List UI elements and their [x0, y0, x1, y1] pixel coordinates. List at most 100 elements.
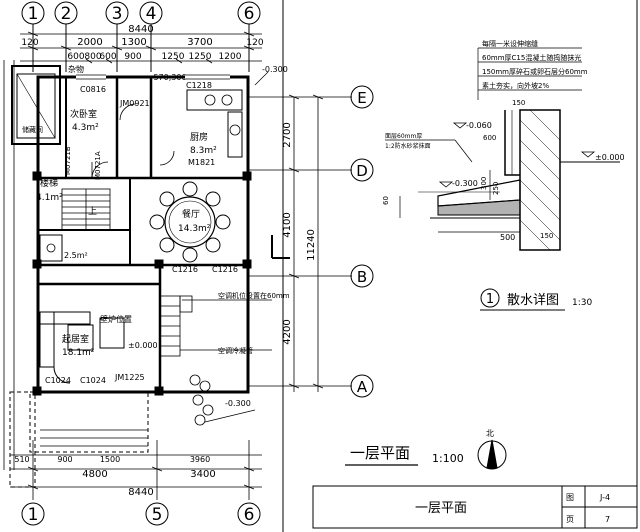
axis-top-6: 6: [244, 4, 255, 24]
north-arrow-icon: [477, 439, 507, 470]
dim-top2-1200: 1200: [219, 52, 242, 62]
axis-markers-right: [350, 85, 374, 398]
detail-dim-250: 250: [492, 182, 500, 195]
left-dimension-lines: [3, 60, 15, 470]
dim-top-120a: 120: [21, 38, 38, 48]
title-block: [312, 485, 638, 529]
axis-top-1: 1: [28, 4, 39, 24]
room-storage: 储藏间: [22, 125, 43, 134]
room-bedroom: 次卧室: [70, 108, 97, 120]
detail-dim-60: 60: [382, 196, 390, 205]
floor-scale: 1:100: [432, 452, 464, 465]
dim-bot-1500: 1500: [100, 455, 120, 464]
axis-right-b: B: [357, 268, 367, 286]
stair-up: 上: [88, 206, 97, 217]
detail-level-300: -0.300: [452, 179, 478, 188]
room-stair: 楼梯: [40, 177, 58, 189]
room-kitchen: 厨房: [190, 131, 208, 143]
detail-title-bubble: [480, 288, 500, 308]
room-bedroom-area: 4.3m²: [72, 123, 99, 133]
dim-top-3700: 3700: [187, 37, 212, 48]
detail-dim-150: 150: [512, 99, 525, 107]
detail-title: 散水详图: [507, 293, 559, 308]
axis-top-2: 2: [61, 4, 72, 24]
win-c1024b: C1024: [80, 376, 106, 385]
north-label: 北: [486, 429, 494, 438]
title-block-label-1: 图: [566, 493, 574, 502]
plan-level-top: -0.300: [262, 65, 288, 74]
detail-note-2: 60mm厚C15混凝土随捣随抹光: [482, 53, 581, 62]
room-dining-area: 14.3m²: [178, 224, 211, 234]
plan-level-zero: ±0.000: [128, 341, 158, 350]
room-bath-area: 2.5m²: [64, 251, 88, 260]
dim-top2-800: 800: [84, 52, 101, 62]
axis-right-e: E: [357, 89, 366, 107]
dim-bot-3960: 3960: [190, 455, 210, 464]
axis-markers-bottom: [21, 502, 261, 526]
dim-right-4100: 4100: [282, 212, 293, 237]
bottom-dimension-lines: [10, 440, 262, 500]
title-block-page: 7: [605, 515, 610, 524]
dim-bot-510: 510: [14, 455, 29, 464]
win-c1024a: C1024: [45, 376, 71, 385]
detail-dim-600: 600: [483, 134, 496, 142]
dim-top-2000: 2000: [77, 37, 102, 48]
door-m1821: M1821: [188, 158, 215, 167]
dim-bot-900: 900: [57, 455, 72, 464]
axis-bottom-6: 6: [244, 505, 255, 525]
right-dimension-lines: [248, 94, 352, 392]
axis-bottom-1: 1: [28, 505, 39, 525]
room-kitchen-area: 8.3m²: [190, 146, 217, 156]
dim-overall-width-bottom: 8440: [128, 487, 153, 498]
axis-bottom-5: 5: [152, 505, 163, 525]
floor-plan: [9, 65, 272, 488]
room-fireplace: 壁炉位置: [100, 314, 132, 324]
dim-overall-width-top: 8440: [128, 24, 153, 35]
axis-top-4: 4: [146, 4, 157, 24]
door-m0721a: M0721A: [94, 151, 102, 180]
top-dimension-lines: [20, 31, 262, 64]
room-living-area: 18.1m²: [62, 348, 95, 358]
detail-note-4: 素土夯实，向外坡2%: [482, 81, 549, 90]
dim-top2-600b: 600: [99, 52, 116, 62]
dim-top-120b: 120: [246, 38, 263, 48]
dim-top2-600a: 600: [67, 52, 84, 62]
detail-note-1: 每隔一米设伸缩缝: [482, 39, 538, 48]
detail-note-3: 150mm厚碎石或卵石层分60mm: [482, 67, 588, 76]
win-c1216b: C1216: [212, 265, 238, 274]
room-dining: 餐厅: [182, 208, 200, 220]
room-living: 起居室: [62, 333, 89, 345]
detail-dim-500: 500: [500, 233, 515, 242]
axis-top-3: 3: [112, 4, 123, 24]
floor-title: 一层平面: [350, 444, 410, 462]
dim-right-2700: 2700: [282, 122, 293, 147]
title-block-label-2: 页: [566, 515, 574, 524]
title-block-code: J-4: [599, 493, 610, 502]
dim-top-1300: 1300: [121, 37, 146, 48]
detail-scale: 1:30: [572, 298, 592, 308]
win-c0816: C0816: [80, 85, 106, 94]
plan-level-bottom: -0.300: [225, 399, 251, 408]
dim-top2-1250a: 1250: [162, 52, 185, 62]
plan-note-pipe: 空调冷凝管: [218, 346, 253, 355]
detail-dim-150b: 150: [540, 232, 553, 240]
drainage-detail: [385, 47, 620, 251]
door-m0721b: M0721B: [64, 146, 72, 175]
plan-note-ac: 空调机位设置在60mm: [218, 291, 290, 300]
detail-note-left: 面层60mm厚: [385, 133, 422, 140]
dim-top2-1250b: 1250: [189, 52, 212, 62]
detail-note-left2: 1:2防水砂浆抹面: [385, 142, 431, 150]
axis-right-d: D: [356, 162, 368, 180]
dim-right-4200: 4200: [282, 319, 293, 344]
win-c1218: C1218: [186, 81, 212, 90]
win-c1216a: C1216: [172, 265, 198, 274]
detail-title-number: 1: [486, 292, 494, 307]
section-mark: [271, 235, 290, 259]
door-jm0921: JM0921: [119, 99, 150, 108]
detail-level-060: -0.060: [466, 121, 492, 130]
door-jm1225: JM1225: [114, 373, 145, 382]
title-block-name: 一层平面: [415, 501, 467, 516]
dim-bottom-3400: 3400: [190, 469, 215, 480]
detail-dim-300: 300: [480, 177, 488, 190]
